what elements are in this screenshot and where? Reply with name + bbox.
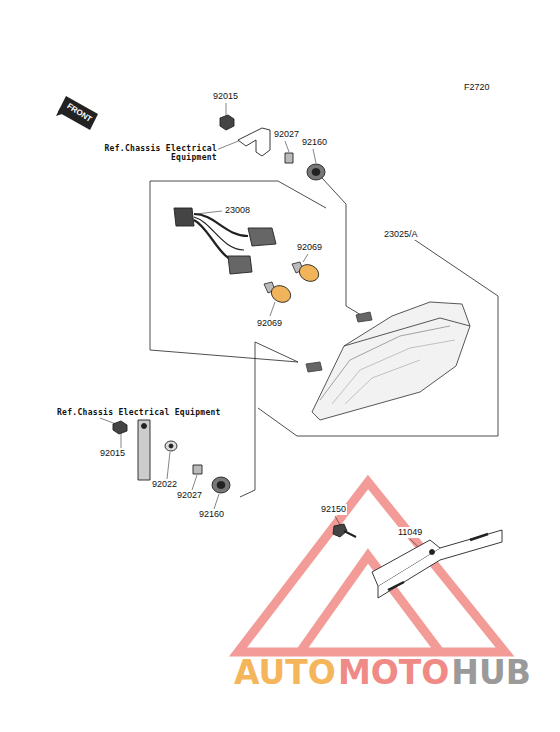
figure-code: F2720	[463, 82, 491, 93]
group-frames	[150, 178, 498, 497]
callout-number: 92160	[198, 509, 225, 520]
wire-harness	[174, 208, 276, 274]
front-badge	[58, 96, 98, 130]
callout-number: 92027	[176, 490, 203, 501]
callout-number: 23008	[224, 205, 251, 216]
reference-note: Ref.Chassis Electrical Equipment	[88, 144, 218, 162]
callout-number: 92069	[296, 242, 323, 253]
callout-number: 92015	[99, 448, 126, 459]
callout-number: 92160	[301, 137, 328, 148]
tail-lamp	[306, 302, 470, 420]
callout-number: 92022	[151, 479, 178, 490]
callout-number: 23025/A	[383, 229, 419, 240]
callout-number: 92069	[256, 318, 283, 329]
watermark-text: AUTO	[233, 654, 337, 692]
stay-bracket	[238, 128, 270, 156]
bulbs	[264, 262, 321, 306]
callout-number: 11049	[397, 527, 423, 538]
callout-number: 92015	[212, 91, 239, 102]
fasteners	[113, 115, 356, 537]
watermark-logo	[238, 482, 505, 652]
callout-number: 92150	[320, 504, 347, 515]
watermark-text: MOTO	[337, 654, 450, 692]
front-arrow	[56, 108, 62, 116]
callout-number: 92027	[273, 129, 300, 140]
license-bracket	[372, 530, 502, 598]
watermark-text: HUB	[450, 654, 532, 692]
reference-note: Ref.Chassis Electrical Equipment	[56, 408, 222, 417]
